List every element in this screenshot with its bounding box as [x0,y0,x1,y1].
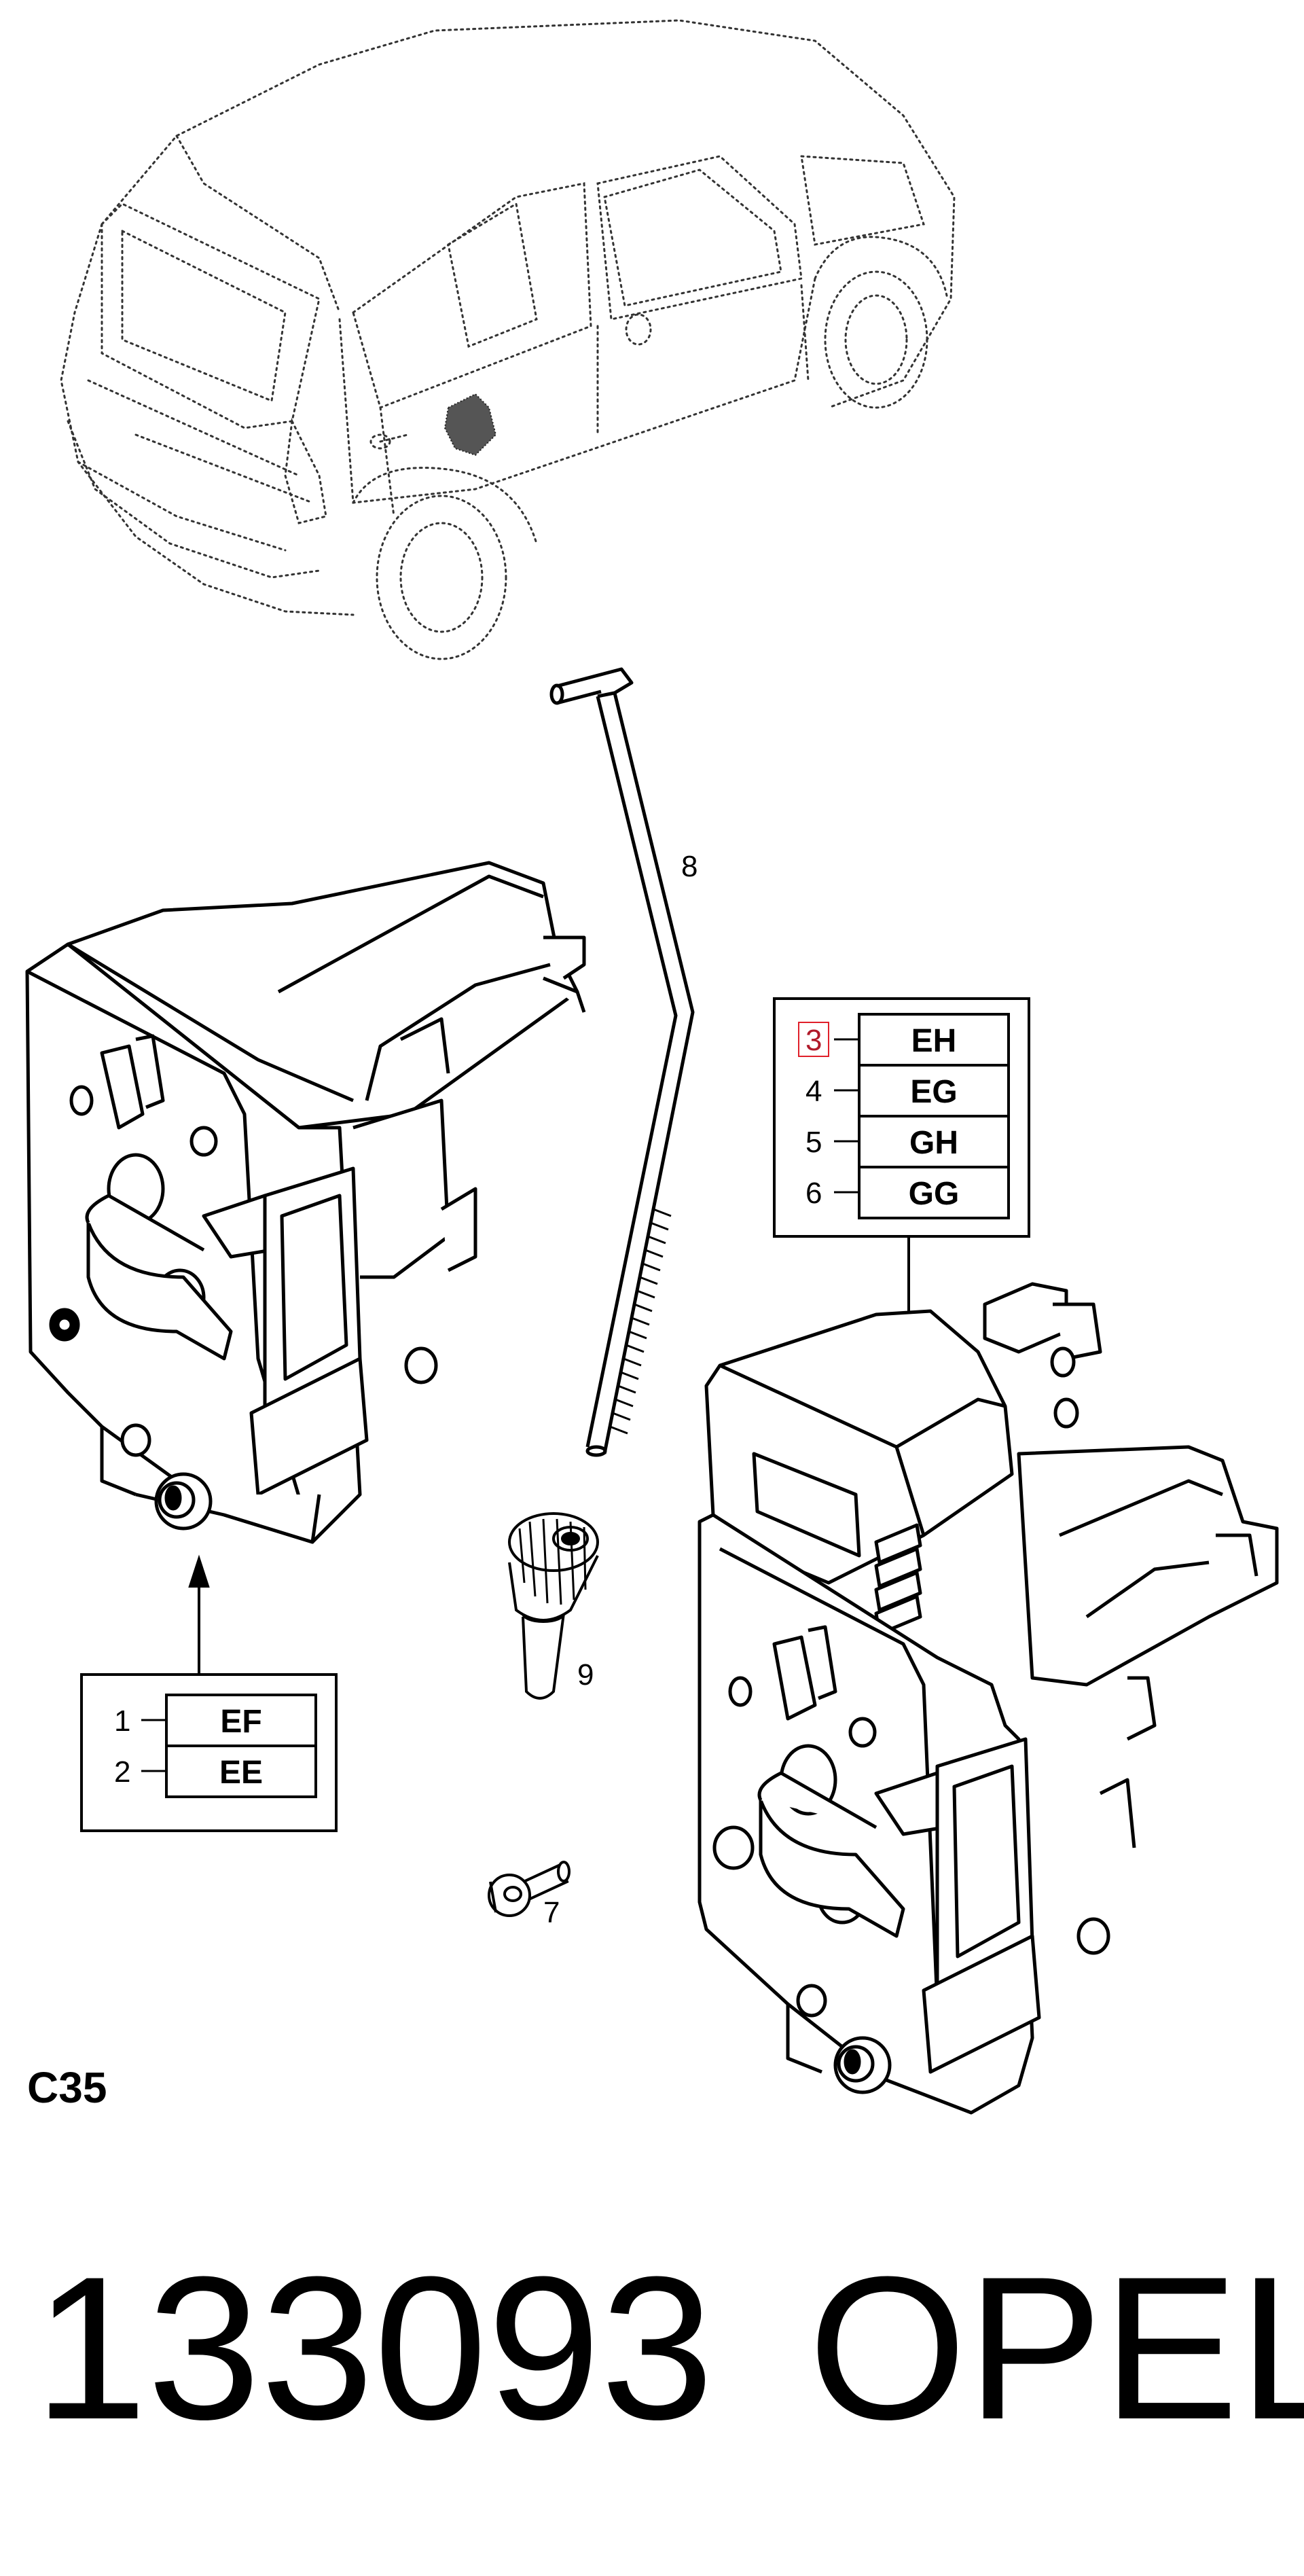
right-row-6-number: 6 [805,1177,822,1210]
right-row-4-number: 4 [805,1075,822,1108]
left-arrow [188,1554,210,1675]
section-code: C35 [27,2063,107,2112]
lock-rod [549,667,695,1457]
sleeve-part [508,1512,599,1700]
highlight-marker [798,1022,829,1057]
car-illustration [60,19,956,660]
right-code-table: 3 EH 4 EG 5 GH 6 GG [773,997,1030,1238]
left-row-2-code: EE [219,1755,263,1791]
right-row-5-number: 5 [805,1126,822,1159]
left-row-1-number: 1 [114,1704,130,1738]
left-code-table: 1 EF 2 EE [80,1673,338,1832]
left-row-1-code: EF [220,1704,261,1740]
right-row-3-code: EH [911,1023,957,1059]
right-row-3-number: 3 [805,1024,822,1057]
screw-part [488,1861,570,1917]
left-row-2-number: 2 [114,1755,130,1789]
rod-threads [609,1208,672,1435]
callout-rod-number: 8 [681,850,698,883]
footer-part-number: 133093 [34,2234,714,2462]
lock-location-marker [443,393,497,457]
right-row-6-code: GG [909,1176,960,1212]
right-row-4-code: EG [910,1074,957,1110]
footer-brand: OPEL [808,2234,1304,2462]
callout-screw-number: 7 [543,1896,560,1929]
right-door-lock [698,1282,1279,2115]
right-row-5-code: GH [909,1125,958,1161]
left-door-lock [25,861,586,1544]
callout-sleeve-number: 9 [577,1658,594,1692]
